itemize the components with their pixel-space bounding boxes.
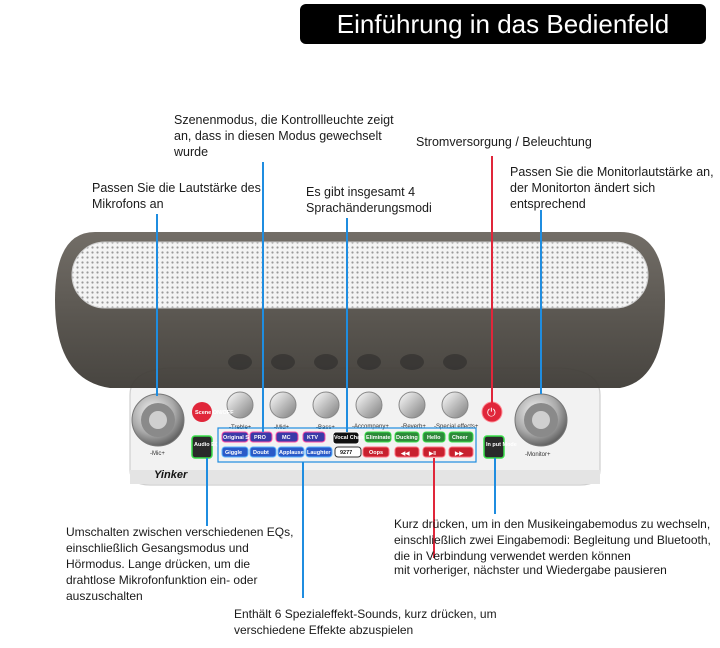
btn-laughter: Laughter <box>307 450 331 456</box>
line-power <box>491 156 493 404</box>
callout-mic-volume: Passen Sie die Lautstärke des Mikrofons … <box>92 181 261 211</box>
btn-9277: 9277 <box>340 450 352 456</box>
label-special-effects: -Special effects+ <box>434 424 479 430</box>
btn-ktv: KTV <box>307 435 318 441</box>
prev-icon: ◀◀ <box>400 450 410 457</box>
label-mic: -Mic+ <box>150 451 165 457</box>
next-button <box>448 446 474 458</box>
btn-ducking: Ducking <box>396 435 418 441</box>
callout-monitor: Passen Sie die Monitorlautstärke an, der… <box>510 165 714 211</box>
play-pause-icon: ▶‖ <box>428 450 436 457</box>
callout-voice-change: Es gibt insgesamt 4 Sprachänderungsmodi <box>306 185 432 215</box>
btn-original-sound: Original Sound <box>223 435 262 441</box>
callout-scene-mode: Szenenmodus, die Kontrollleuchte zeigt a… <box>174 113 394 159</box>
line-effects <box>302 462 304 598</box>
callout-input-mode: Kurz drücken, um in den Musikeingabemodu… <box>394 517 711 563</box>
btn-pro: PRO <box>254 435 267 441</box>
btn-oops: Oops <box>369 450 383 456</box>
btn-cheer: Cheer <box>452 435 468 441</box>
label-accompany: -Accompany+ <box>352 424 389 430</box>
scene-button-label: Scene ON/OFF <box>195 410 234 416</box>
btn-hello: Hello <box>427 435 441 441</box>
brand-logo: Yinker <box>154 469 188 481</box>
next-icon: ▶▶ <box>454 450 464 457</box>
btn-doubt: Doubt <box>253 450 269 456</box>
line-eq <box>206 458 208 526</box>
btn-vocal-change: Vocal Change <box>334 435 370 441</box>
btn-giggle: Giggle <box>225 450 242 456</box>
audio-eq-button <box>191 435 213 459</box>
callout-power: Stromversorgung / Beleuchtung <box>416 135 592 149</box>
btn-eliminate: Eliminate <box>366 435 390 441</box>
line-monitor <box>540 210 542 394</box>
input-mode-label: In put Mode <box>486 442 517 448</box>
play-pause-button <box>422 446 446 458</box>
line-scene <box>262 162 264 432</box>
line-playback <box>433 458 435 558</box>
prev-button <box>394 446 420 458</box>
btn-applause: Applause <box>279 450 304 456</box>
label-reverb: -Reverb+ <box>401 424 426 430</box>
speaker-grille <box>71 241 649 309</box>
audio-eq-label: Audio EQ <box>194 442 220 448</box>
line-mic <box>156 214 158 396</box>
btn-mc: MC <box>282 435 291 441</box>
label-monitor: -Monitor+ <box>525 452 551 458</box>
callout-playback: mit vorheriger, nächster und Wiedergabe … <box>394 563 667 577</box>
callout-eq: Umschalten zwischen verschiedenen EQs, e… <box>66 525 294 603</box>
scene-button <box>192 402 212 422</box>
power-icon: ⏻ <box>487 406 496 419</box>
page-title: Einführung in das Bedienfeld <box>300 4 706 44</box>
line-voice <box>346 218 348 432</box>
line-input <box>494 458 496 514</box>
callout-effects: Enthält 6 Spezialeffekt-Sounds, kurz drü… <box>234 607 497 637</box>
